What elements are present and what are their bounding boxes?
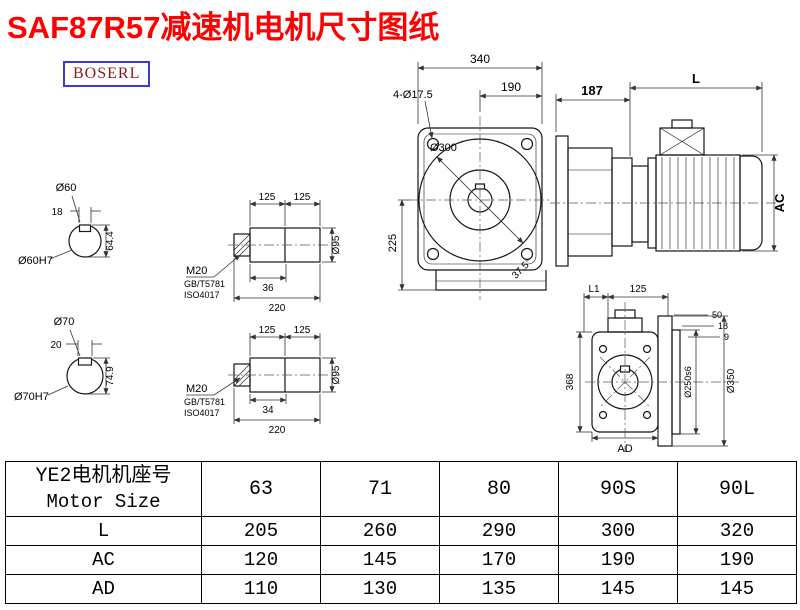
table-cell: 300 xyxy=(558,516,678,546)
shaft-section-70 xyxy=(66,357,104,395)
dim-side-motor-length: L xyxy=(692,71,700,86)
dim-shaft2-fit: Ø70H7 xyxy=(14,391,49,403)
dim-side-gear-length: 187 xyxy=(581,83,603,98)
table-cell: 145 xyxy=(320,545,440,575)
frame-size-90l: 90L xyxy=(677,461,797,517)
frame-size-71: 71 xyxy=(320,461,440,517)
dim-front-angle: 37.5° xyxy=(510,257,534,281)
table-cell: 205 xyxy=(201,516,321,546)
table-cell: 130 xyxy=(320,574,440,604)
table-cell: 110 xyxy=(201,574,321,604)
table-cell: 120 xyxy=(201,545,321,575)
dim-detail2-std2: ISO4017 xyxy=(184,408,220,418)
dim-shaft1-key: 18 xyxy=(51,207,63,218)
dim-detail1-thread: M20 xyxy=(186,265,207,277)
dim-detail2-seg2: 125 xyxy=(294,325,311,336)
shaft-detail-2-dims xyxy=(186,333,336,424)
centerlines xyxy=(228,116,776,452)
table-cell: 170 xyxy=(439,545,559,575)
shaft-detail-1-dims xyxy=(186,200,336,302)
dim-front-pitch: 190 xyxy=(501,80,521,94)
frame-size-63: 63 xyxy=(201,461,321,517)
table-cell: 135 xyxy=(439,574,559,604)
dim-detail2-total: 220 xyxy=(269,425,286,436)
dim-rear-368: 368 xyxy=(565,373,576,390)
technical-drawing: Ø60 18 64.4 Ø60H7 Ø70 20 74.9 Ø70H7 xyxy=(14,52,787,455)
dim-shaft2-dia: Ø70 xyxy=(54,316,75,328)
dim-shaft2-key: 20 xyxy=(50,340,62,351)
table-row-ad: AD 110 130 135 145 145 xyxy=(5,574,797,604)
gearbox-rear-dims xyxy=(576,293,728,447)
dim-detail2-keylen: 34 xyxy=(262,405,274,416)
dim-shaft1-height: 64.4 xyxy=(105,231,116,251)
table-cell: 190 xyxy=(558,545,678,575)
shaft-detail-1-hatch xyxy=(233,233,251,257)
shaft-section-60 xyxy=(68,224,102,258)
table-cell: 190 xyxy=(677,545,797,575)
boserl-logo: BOSERL xyxy=(63,61,151,87)
motor-side-dims xyxy=(555,82,778,252)
dim-rear-125: 125 xyxy=(630,284,647,295)
motor-size-header-cell: YE2电机机座号 Motor Size xyxy=(5,461,202,517)
dim-shaft2-height: 74.9 xyxy=(105,366,116,386)
page-title: SAF87R57减速机电机尺寸图纸 xyxy=(7,10,440,45)
dim-detail2-thread: M20 xyxy=(186,383,207,395)
dim-rear-350: Ø350 xyxy=(726,368,737,393)
dim-shaft1-fit: Ø60H7 xyxy=(18,255,53,267)
shaft-detail-2-hatch xyxy=(233,363,251,387)
table-cell: 145 xyxy=(558,574,678,604)
dim-front-height: 225 xyxy=(387,234,399,252)
row-label-ac: AC xyxy=(5,545,202,575)
frame-size-90s: 90S xyxy=(558,461,678,517)
dim-side-motor-dia: AC xyxy=(772,193,787,212)
dim-rear-l1: L1 xyxy=(588,284,600,295)
dim-detail1-std2: ISO4017 xyxy=(184,290,220,300)
shaft-section-60-dims xyxy=(49,195,110,260)
shaft-section-70-dims xyxy=(47,329,110,396)
dim-detail1-seg1: 125 xyxy=(259,192,276,203)
dim-detail1-std1: GB/T5781 xyxy=(184,279,225,289)
row-label-l: L xyxy=(5,516,202,546)
motor-side-view xyxy=(555,119,763,267)
dim-rear-9: 9 xyxy=(724,332,729,342)
dim-rear-50: 50 xyxy=(712,310,722,320)
frame-size-80: 80 xyxy=(439,461,559,517)
motor-size-table: YE2电机机座号 Motor Size 63 71 80 90S 90L L 2… xyxy=(5,461,797,604)
table-cell: 145 xyxy=(677,574,797,604)
dim-front-flange-dia: Ø300 xyxy=(430,142,457,154)
row-label-ad: AD xyxy=(5,574,202,604)
dim-rear-18: 18 xyxy=(718,321,728,331)
gearbox-rear-view xyxy=(591,309,681,447)
dim-front-boltholes: 4-Ø17.5 xyxy=(393,89,433,101)
motor-size-header-en: Motor Size xyxy=(46,491,161,513)
table-row-ac: AC 120 145 170 190 190 xyxy=(5,545,797,575)
dim-detail2-std1: GB/T5781 xyxy=(184,397,225,407)
dim-detail1-seg2: 125 xyxy=(294,192,311,203)
table-cell: 260 xyxy=(320,516,440,546)
dim-detail1-keylen: 36 xyxy=(262,283,274,294)
table-header-row: YE2电机机座号 Motor Size 63 71 80 90S 90L xyxy=(5,461,797,517)
dim-detail1-total: 220 xyxy=(269,303,286,314)
dim-shaft1-dia: Ø60 xyxy=(56,182,77,194)
table-cell: 320 xyxy=(677,516,797,546)
table-row-l: L 205 260 290 300 320 xyxy=(5,516,797,546)
dim-detail2-seg1: 125 xyxy=(259,325,276,336)
dim-front-width: 340 xyxy=(470,52,490,66)
motor-size-header-cn: YE2电机机座号 xyxy=(35,465,172,488)
table-cell: 290 xyxy=(439,516,559,546)
